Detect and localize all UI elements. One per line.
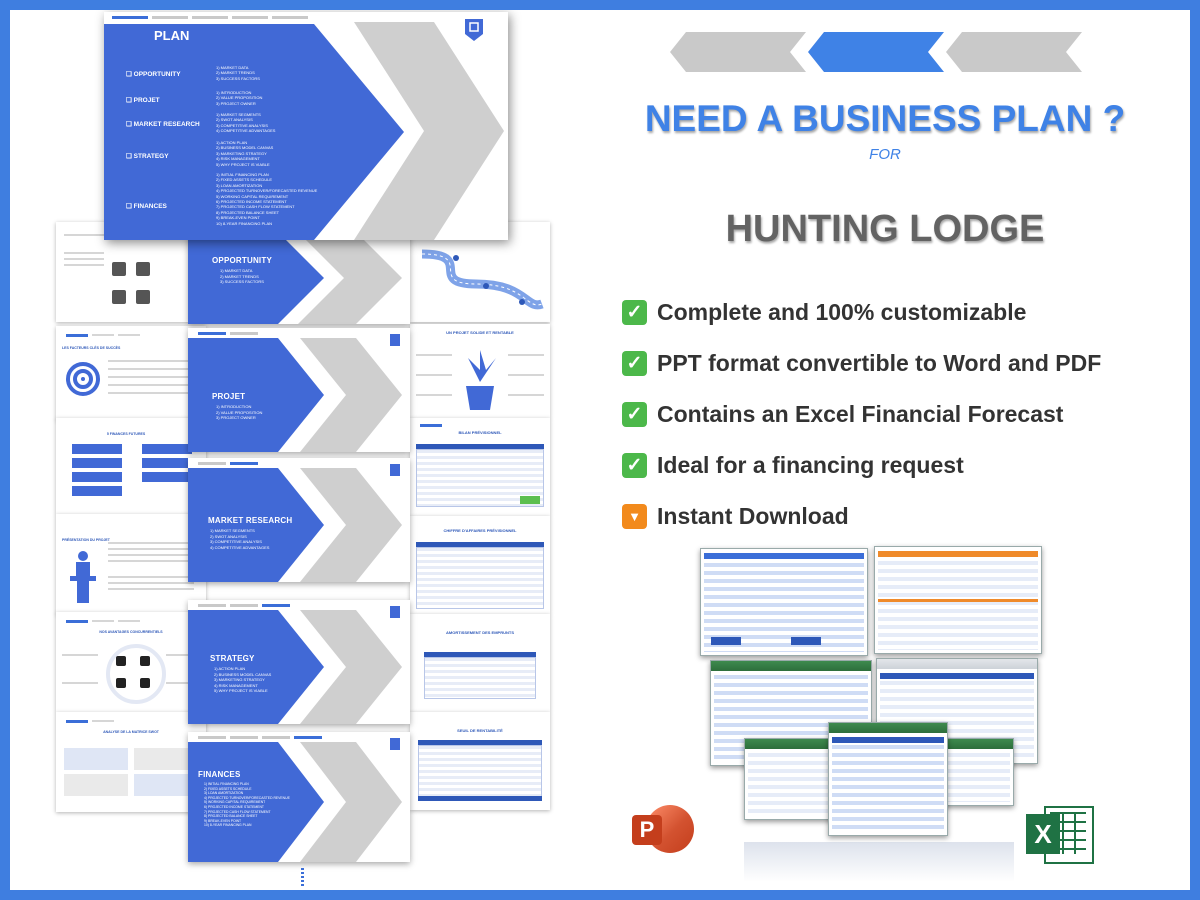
feature-text: Ideal for a financing request	[657, 451, 964, 478]
powerpoint-logo-icon: P	[632, 803, 694, 859]
logo-icon	[390, 738, 400, 750]
left-thumb-title: ANALYSE DE LA MATRICE SWOT	[103, 730, 159, 734]
chevron-graphic	[188, 610, 402, 724]
left-thumb-4: PRÉSENTATION DU PROJET	[56, 514, 206, 614]
feature-item: ✓ Complete and 100% customizable	[622, 297, 1026, 327]
left-thumb-3: 5 FINANCES FUTURES	[56, 418, 206, 514]
feature-item: ▼ Instant Download	[622, 501, 849, 531]
speaker-podium-icon	[70, 551, 96, 603]
plan-row-label: ❑ STRATEGY	[126, 153, 169, 160]
left-thumb-title: LES FACTEURS CLÉS DE SUCCÈS	[62, 346, 121, 350]
shield-logo-icon	[465, 19, 483, 41]
check-mark-icon: ✓	[622, 452, 647, 478]
section-title: FINANCES	[198, 770, 241, 779]
section-title: PROJET	[212, 392, 246, 401]
right-thumb-2: UN PROJET SOLIDE ET RENTABLE	[410, 324, 550, 418]
subject-title: HUNTING LODGE	[725, 208, 1045, 250]
slide-collage: LES FACTEURS CLÉS DE SUCCÈS 5 FINANCES F…	[10, 10, 600, 890]
check-mark-icon: ✓	[622, 401, 647, 427]
feature-item: ✓ PPT format convertible to Word and PDF	[622, 348, 1101, 378]
right-thumb-title: SEUIL DE RENTABILITÉ	[457, 728, 503, 733]
left-thumb-title: 5 FINANCES FUTURES	[106, 432, 146, 436]
left-thumb-2: LES FACTEURS CLÉS DE SUCCÈS	[56, 326, 206, 420]
chevron-graphic	[188, 232, 402, 324]
spreadsheet-thumb	[874, 546, 1042, 654]
right-thumb-5: AMORTISSEMENT DES EMPRUNTS	[410, 614, 550, 712]
right-thumb-title: CHIFFRE D'AFFAIRES PRÉVISIONNEL	[443, 528, 517, 533]
check-mark-icon: ✓	[622, 350, 647, 376]
chevron-graphic	[188, 742, 402, 862]
left-thumb-6: ANALYSE DE LA MATRICE SWOT	[56, 712, 206, 812]
plant-icon	[466, 350, 496, 410]
logo-icon	[390, 464, 400, 476]
plan-row-label: ❑ MARKET RESEARCH	[126, 121, 200, 128]
for-label: FOR	[869, 146, 901, 163]
left-thumb-title: NOS AVANTAGES CONCURRENTIELS	[99, 630, 163, 634]
feature-text: PPT format convertible to Word and PDF	[657, 349, 1102, 376]
right-thumb-title: BILAN PRÉVISIONNEL	[458, 430, 502, 435]
left-thumb-title: PRÉSENTATION DU PROJET	[62, 538, 110, 542]
excel-logo-icon: X	[1026, 806, 1094, 864]
check-mark-icon: ✓	[622, 299, 647, 325]
spreadsheet-thumb	[828, 722, 948, 836]
right-thumb-title: UN PROJET SOLIDE ET RENTABLE	[446, 330, 514, 335]
headline: NEED A BUSINESS PLAN ?	[644, 98, 1126, 139]
chevron-graphic	[104, 22, 504, 240]
chevron-graphic	[188, 338, 402, 452]
reflection	[744, 842, 1014, 882]
feature-item: ✓ Contains an Excel Financial Forecast	[622, 399, 1063, 429]
chevron-banner-icon	[670, 32, 1082, 72]
scroll-dots	[301, 868, 304, 886]
spreadsheet-thumb	[700, 548, 868, 656]
right-thumb-4: CHIFFRE D'AFFAIRES PRÉVISIONNEL	[410, 516, 550, 614]
plan-row-label: ❑ PROJET	[126, 97, 160, 104]
left-thumb-5: NOS AVANTAGES CONCURRENTIELS	[56, 612, 206, 712]
feature-text: Complete and 100% customizable	[657, 298, 1027, 325]
right-thumb-title: AMORTISSEMENT DES EMPRUNTS	[445, 630, 514, 635]
section-title: STRATEGY	[210, 654, 255, 663]
logo-icon	[390, 334, 400, 346]
right-thumb-6: SEUIL DE RENTABILITÉ	[410, 712, 550, 810]
target-icon	[66, 362, 100, 396]
chevron-graphic	[188, 468, 402, 582]
section-title: MARKET RESEARCH	[208, 516, 293, 525]
right-thumb-3: BILAN PRÉVISIONNEL	[410, 418, 550, 516]
plan-row-label: ❑ OPPORTUNITY	[126, 71, 181, 78]
feature-text: Instant Download	[657, 502, 849, 529]
plan-row-label: ❑ FINANCES	[126, 203, 167, 210]
down-arrow-icon: ▼	[622, 503, 647, 529]
road-map-icon	[421, 249, 544, 310]
feature-text: Contains an Excel Financial Forecast	[657, 400, 1064, 427]
section-title: OPPORTUNITY	[212, 256, 272, 265]
feature-item: ✓ Ideal for a financing request	[622, 450, 964, 480]
right-thumb-1	[410, 222, 550, 322]
plan-title: PLAN	[154, 28, 190, 43]
logo-icon	[390, 606, 400, 618]
spreadsheet-collage	[700, 546, 1050, 890]
promo-canvas: LES FACTEURS CLÉS DE SUCCÈS 5 FINANCES F…	[10, 10, 1190, 890]
